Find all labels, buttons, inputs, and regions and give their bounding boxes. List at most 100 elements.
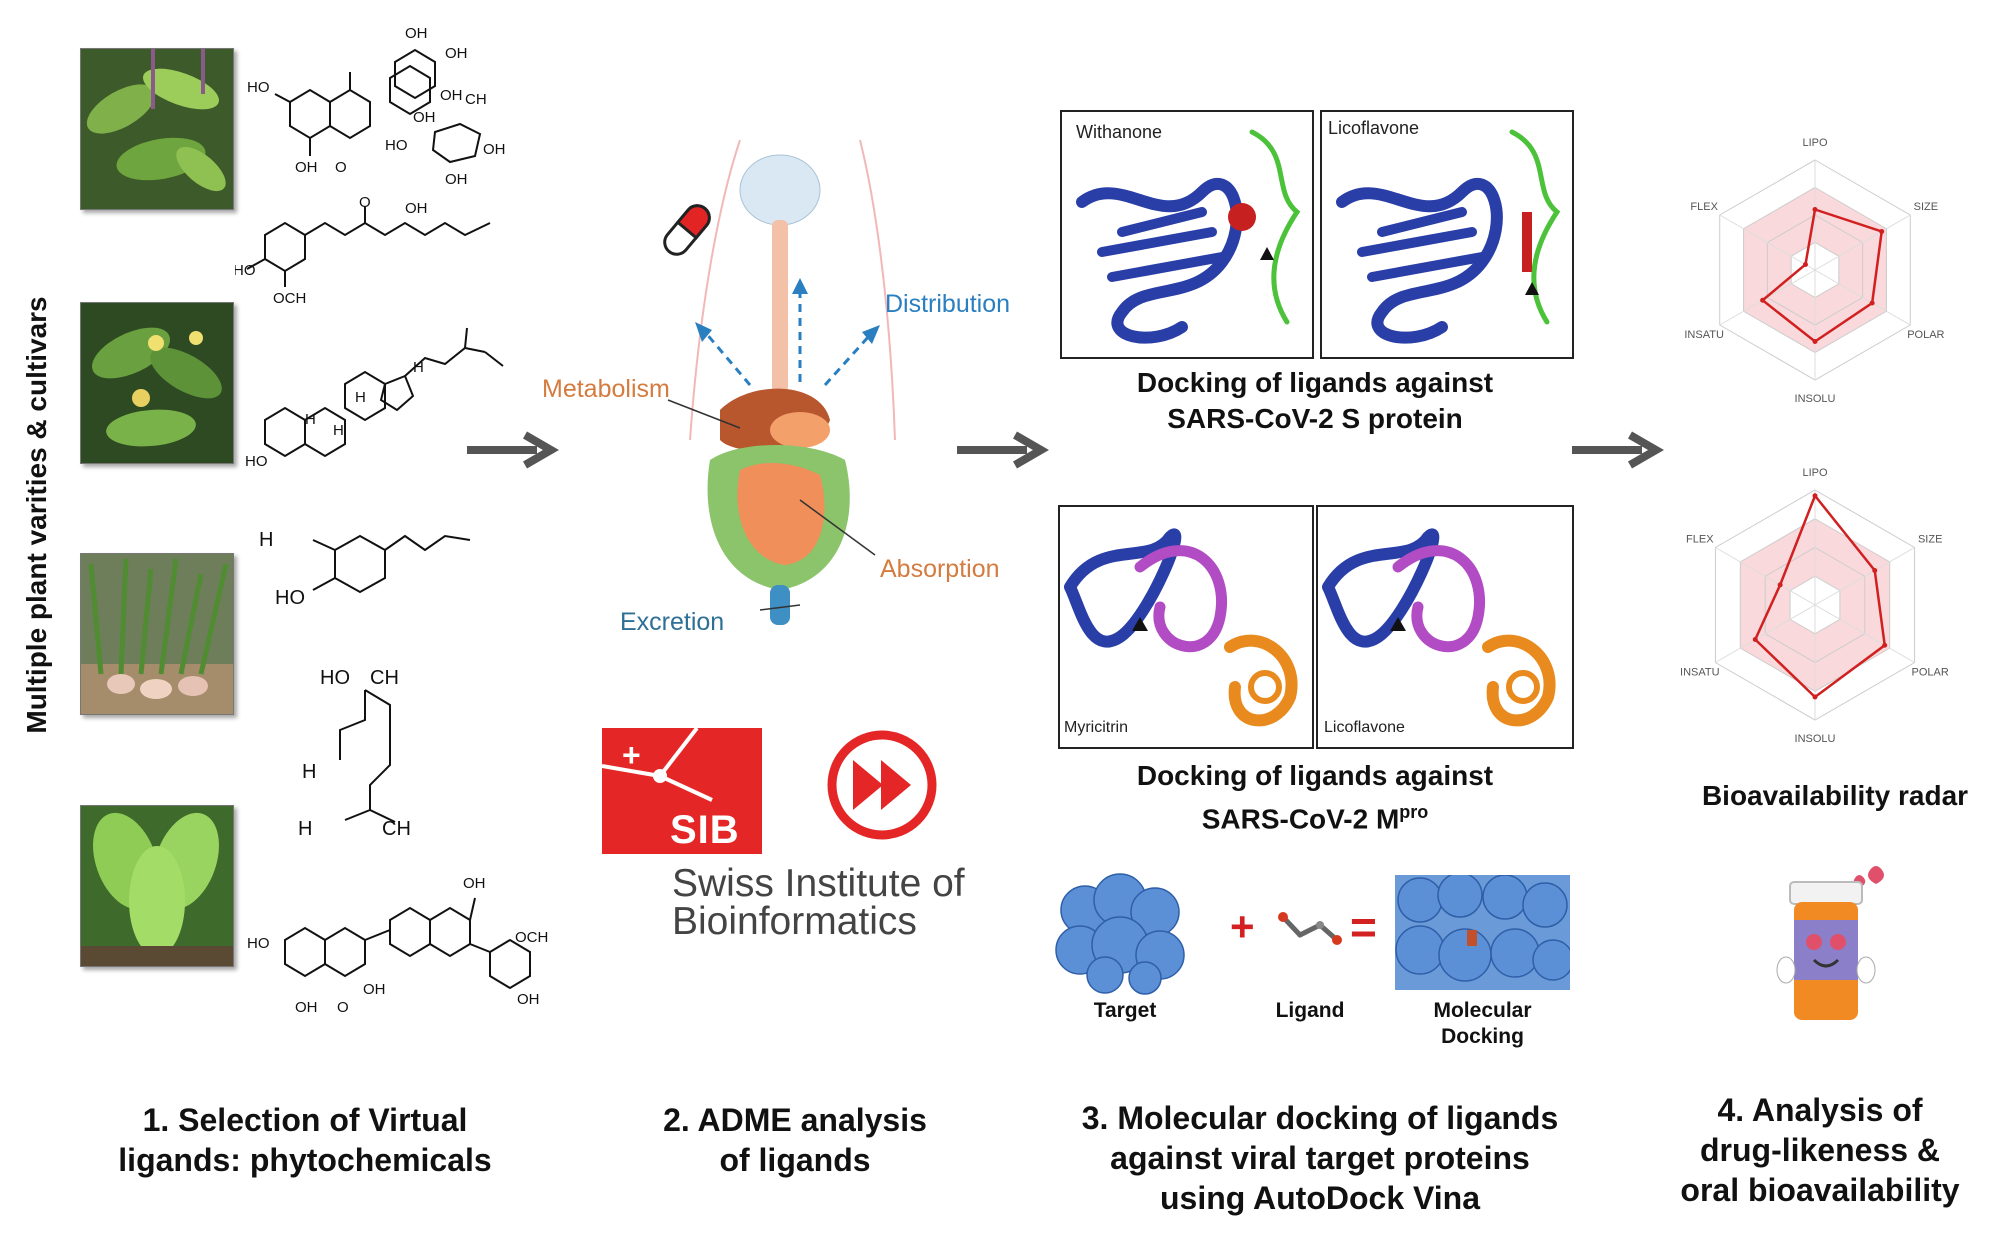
svg-text:+: + xyxy=(622,737,641,773)
m5-h2c: H xyxy=(302,761,316,783)
docking-m-title-line2-sup: pro xyxy=(1399,802,1429,822)
m2-ho: HO xyxy=(235,262,256,279)
fast-forward-icon xyxy=(827,730,937,840)
radar-axis-label-insatu: INSATU xyxy=(1680,667,1720,679)
docking-s-panel-1-label: Withanone xyxy=(1076,122,1163,142)
m1-oh6: OH xyxy=(445,171,468,188)
step-2-line2: of ligands xyxy=(719,1142,871,1178)
target-protein-surface xyxy=(1055,873,1185,995)
m3-h2: H xyxy=(333,422,344,439)
arrow-3 xyxy=(1572,431,1665,469)
docking-m-title-line2-main: SARS-CoV-2 M xyxy=(1201,803,1400,835)
radar-axis-line xyxy=(1715,604,1816,663)
m6-oh2: OH xyxy=(363,981,386,998)
radar-point-flex xyxy=(1802,262,1808,267)
docking-s-title: Docking of ligands against SARS-CoV-2 S … xyxy=(1060,365,1570,437)
radar-point-lipo xyxy=(1812,493,1818,499)
m1-oh4: OH xyxy=(295,159,318,176)
step-1-caption: 1. Selection of Virtual ligands: phytoch… xyxy=(95,1100,515,1180)
sidebar-label: Multiple plant varities & cultivars xyxy=(12,296,62,733)
m2-och3: OCH xyxy=(273,290,306,307)
radar-axis-label-size: SIZE xyxy=(1914,201,1938,213)
m2-o: O xyxy=(359,195,371,211)
radar-axis-label-lipo: LIPO xyxy=(1802,467,1828,479)
molecule-6: OH HO OCH OH OH O OH xyxy=(247,875,548,1016)
m1-oh7: OH xyxy=(483,141,506,158)
m4-ho: HO xyxy=(275,587,305,609)
radar-axis-label-polar: POLAR xyxy=(1907,329,1944,341)
plant-photo-4 xyxy=(80,805,234,967)
equals-sign: = xyxy=(1350,901,1377,953)
m3-h3: H xyxy=(305,411,316,428)
excretion-label: Excretion xyxy=(620,608,725,636)
m5-ho: HO xyxy=(320,667,350,689)
m6-och3: OCH xyxy=(515,929,548,946)
m1-ho: HO xyxy=(247,79,270,96)
m5-ch3: CH xyxy=(370,667,399,689)
m3-h4: H xyxy=(413,359,424,376)
radar-axis-label-size: SIZE xyxy=(1918,534,1942,546)
molecular-docking-line2: Docking xyxy=(1441,1025,1524,1048)
radar-axis-line xyxy=(1814,547,1915,606)
m6-oh4: OH xyxy=(295,999,318,1016)
step-4-line2: drug-likeness & xyxy=(1699,1132,1941,1168)
adme-leader-lines xyxy=(667,399,876,611)
plant-photo-2 xyxy=(80,302,234,464)
target-label: Target xyxy=(1093,999,1157,1022)
radar-axis-line xyxy=(1814,269,1911,326)
step-4-caption: 4. Analysis of drug-likeness & oral bioa… xyxy=(1650,1090,1990,1210)
docking-s-title-line2: SARS-CoV-2 S protein xyxy=(1167,403,1463,434)
sib-badge-text: SIB xyxy=(670,808,740,852)
m1-ho2: HO xyxy=(385,137,408,154)
radar-axis-line xyxy=(1715,547,1816,606)
arrow-2 xyxy=(957,431,1050,469)
radar-point-size xyxy=(1879,229,1885,234)
molecule-2: O OH HO OCH xyxy=(235,195,491,307)
step-3-line1: 3. Molecular docking of ligands xyxy=(1081,1100,1559,1136)
docking-m-title: Docking of ligands against SARS-CoV-2 Mp… xyxy=(1060,758,1570,837)
radar-point-insolu xyxy=(1812,339,1818,344)
docking-s-panel-2: Licoflavone xyxy=(1320,110,1574,359)
radar-point-flex xyxy=(1777,582,1783,588)
step-2-line1: 2. ADME analysis xyxy=(663,1102,927,1138)
step-3-line3: using AutoDock Vina xyxy=(1159,1180,1481,1216)
radar-point-polar xyxy=(1882,642,1888,648)
step-3-caption: 3. Molecular docking of ligands against … xyxy=(1050,1098,1590,1218)
step-3-line2: against viral target proteins xyxy=(1110,1140,1530,1176)
docking-m-panel-1-label: Myricitrin xyxy=(1064,719,1128,736)
molecular-docking-label: Molecular Docking xyxy=(1405,998,1560,1050)
m5-h3c: H xyxy=(298,818,312,840)
docking-s-panel-2-label: Licoflavone xyxy=(1328,118,1420,138)
sib-name-line2: Bioinformatics xyxy=(672,900,917,943)
radar-axis-line xyxy=(1814,604,1915,663)
m5-ch3b: CH xyxy=(382,818,411,840)
absorption-label: Absorption xyxy=(880,555,1000,583)
docked-complex-surface xyxy=(1395,875,1570,990)
sib-logo-badge: + SIB xyxy=(602,728,762,854)
molecular-docking-line1: Molecular xyxy=(1433,999,1532,1022)
adme-body-illustration xyxy=(689,140,896,625)
m1-o: O xyxy=(335,159,347,176)
m4-h3co: H xyxy=(259,529,273,551)
step-1-line2: ligands: phytochemicals xyxy=(118,1142,492,1178)
molecule-3: HO H H H H xyxy=(245,327,504,470)
m3-h1: H xyxy=(355,389,366,406)
radar-point-polar xyxy=(1869,300,1875,306)
radar-point-insatu xyxy=(1760,297,1766,303)
radar-axis-line xyxy=(1719,214,1816,271)
molecule-5: HO CH H H CH xyxy=(298,667,411,840)
m1-ch3: CH xyxy=(465,91,487,108)
molecule-4: H HO xyxy=(259,529,471,609)
radar-axis-label-insatu: INSATU xyxy=(1684,329,1724,341)
radar-axis-label-insolu: INSOLU xyxy=(1795,393,1836,405)
molecule-1: OH OH OH HO OH O OH CH HO OH OH xyxy=(247,25,506,188)
distribution-arrows xyxy=(695,278,880,387)
plus-sign: + xyxy=(1230,903,1255,950)
radar-point-insatu xyxy=(1752,637,1758,642)
plant-photo-1 xyxy=(80,48,234,210)
sidebar-label-text: Multiple plant varities & cultivars xyxy=(21,296,52,734)
radar-title: Bioavailability radar xyxy=(1701,780,1969,811)
m3-ho: HO xyxy=(245,453,268,470)
capsule-icon xyxy=(663,204,711,256)
